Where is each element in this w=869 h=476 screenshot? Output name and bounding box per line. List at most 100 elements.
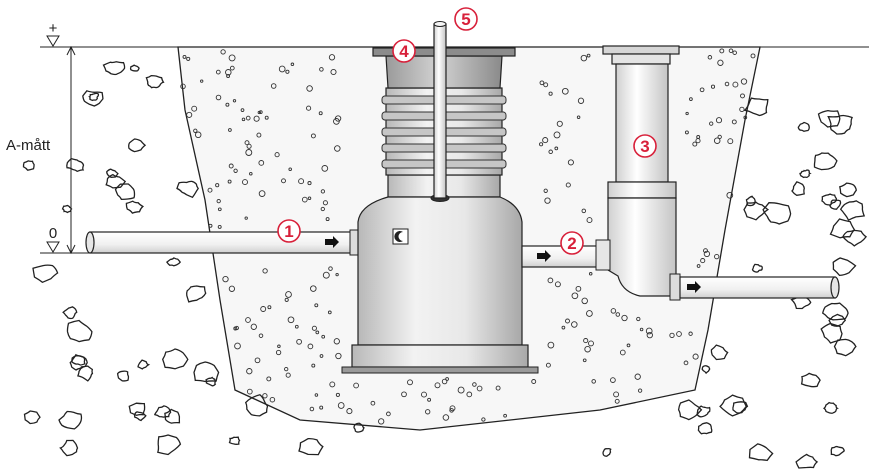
gravel-dot	[676, 331, 682, 337]
gravel-dot	[561, 87, 569, 95]
bottom-marker-label: 0	[49, 225, 57, 242]
gravel-dot	[287, 316, 295, 324]
gravel-dot	[333, 118, 340, 125]
callout-5: 5	[454, 7, 478, 31]
discharge-pipe	[679, 276, 840, 299]
gravel-dot	[284, 297, 289, 302]
soil-stone	[161, 348, 189, 370]
gravel-dot	[241, 117, 246, 122]
gravel-dot	[586, 217, 593, 224]
gravel-dot	[234, 325, 239, 331]
gravel-dot	[709, 121, 714, 126]
soil-stone	[125, 200, 145, 214]
gravel-dot	[234, 342, 241, 350]
moon-logo-icon	[392, 228, 409, 245]
soil-stone	[77, 365, 94, 382]
gravel-dot	[683, 360, 689, 366]
gravel-dot	[531, 379, 537, 384]
soil-stone	[298, 438, 324, 456]
gravel-dot	[732, 50, 737, 55]
gravel-dot	[378, 418, 385, 425]
soil-stone	[128, 402, 146, 416]
gravel-dot	[328, 54, 336, 61]
gravel-dot	[565, 318, 570, 324]
gravel-dot	[586, 53, 591, 58]
gravel-dot	[266, 376, 272, 382]
gravel-dot	[699, 87, 705, 93]
gravel-dot	[703, 248, 708, 254]
gravel-dot	[207, 187, 213, 193]
gravel-dot	[717, 59, 724, 66]
soil-stone	[22, 160, 35, 171]
gravel-dot	[591, 379, 596, 384]
gravel-dot	[250, 323, 257, 330]
gravel-dot	[543, 188, 548, 193]
gravel-dot	[726, 191, 734, 199]
gravel-dot	[319, 354, 324, 358]
gravel-dot	[695, 138, 701, 144]
callout-1: 1	[277, 219, 301, 243]
gravel-dot	[370, 400, 376, 406]
soil-stone	[829, 199, 842, 210]
soil-stone	[800, 372, 821, 388]
gravel-dot	[270, 83, 277, 89]
gravel-dot	[714, 253, 720, 260]
gravel-dot	[610, 377, 616, 383]
gravel-dot	[636, 316, 641, 322]
svg-text:4: 4	[399, 42, 409, 61]
gravel-dot	[330, 68, 337, 76]
gravel-dot	[337, 402, 345, 409]
gravel-dot	[320, 206, 325, 212]
gravel-dot	[445, 377, 449, 381]
gravel-dot	[553, 131, 561, 139]
gravel-dot	[707, 55, 713, 60]
soil-stone	[827, 114, 853, 135]
gravel-dot	[329, 381, 336, 388]
dimension-annotation: + 0 A-mått	[6, 20, 90, 255]
gravel-dot	[692, 141, 698, 147]
gravel-dot	[689, 97, 693, 101]
gravel-dot	[321, 334, 326, 339]
gravel-dot	[696, 264, 701, 268]
soil-stone	[791, 181, 805, 196]
gravel-dot	[309, 406, 315, 412]
soil-stone	[114, 183, 136, 201]
gravel-dot	[315, 330, 320, 335]
gravel-dot	[256, 132, 262, 138]
gravel-dot	[539, 80, 545, 86]
gravel-dot	[556, 120, 563, 127]
soil-stone	[244, 394, 269, 417]
gravel-dot	[645, 327, 653, 335]
gravel-dot	[228, 128, 232, 132]
gravel-dot	[621, 314, 628, 322]
gravel-dot	[548, 91, 553, 96]
gravel-dot	[229, 65, 235, 71]
gravel-dot	[637, 388, 643, 393]
gravel-dot	[669, 332, 675, 339]
gravel-dot	[576, 115, 581, 119]
gravel-dot	[318, 111, 323, 116]
gravel-dot	[216, 198, 221, 204]
gravel-dot	[274, 152, 280, 158]
gravel-dot	[728, 48, 734, 53]
soil-stone	[743, 97, 769, 117]
gravel-dot	[208, 223, 213, 228]
soil-stone	[228, 436, 241, 445]
gravel-dot	[319, 405, 324, 410]
gravel-dot	[225, 102, 230, 107]
gravel-dot	[334, 145, 341, 152]
gravel-dot	[427, 397, 432, 402]
gravel-dot	[457, 386, 465, 394]
gravel-dot	[554, 281, 561, 288]
gravel-dot	[565, 182, 571, 188]
gravel-dot	[743, 115, 748, 120]
gravel-dot	[581, 208, 587, 214]
gravel-dot	[548, 149, 553, 155]
gravel-dot	[232, 99, 237, 103]
gravel-dot	[710, 84, 716, 89]
gravel-dot	[233, 168, 238, 173]
gravel-dot	[320, 189, 326, 194]
gravel-dot	[700, 258, 706, 264]
soil-stone	[153, 405, 172, 418]
